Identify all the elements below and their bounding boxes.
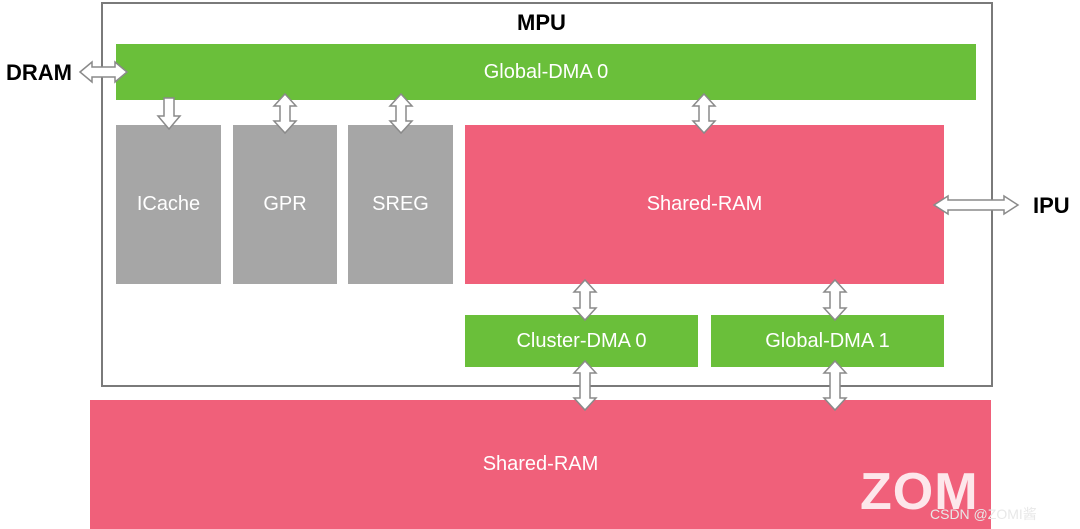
sreg-label: SREG (372, 193, 429, 215)
shared-ram-inner-block: Shared-RAM (465, 125, 944, 284)
icache-arrow (156, 97, 182, 131)
watermark-credit: CSDN @ZOMI酱 (930, 506, 1037, 522)
sreg-arrow (388, 92, 414, 135)
sreg-block: SREG (348, 125, 453, 284)
icache-block: ICache (116, 125, 221, 284)
shared-ram-inner-label: Shared-RAM (646, 193, 763, 215)
cluster-dma-0-block: Cluster-DMA 0 (465, 315, 698, 367)
shared-ram-outer-label: Shared-RAM (482, 453, 599, 475)
cluster-dma-0-label: Cluster-DMA 0 (516, 329, 647, 352)
shared-ram-outer-block: Shared-RAM (90, 400, 991, 529)
global-dma-0-block: Global-DMA 0 (116, 44, 976, 100)
ipu-label: IPU (1033, 193, 1070, 218)
cluster-dma-lower-arrow (572, 359, 598, 412)
watermark-logo: ZOM (860, 463, 979, 521)
cluster-dma-upper-arrow (572, 278, 598, 322)
gpr-arrow (272, 92, 298, 135)
watermark-separator (1010, 472, 1012, 506)
ipu-arrow (932, 194, 1020, 216)
dram-label: DRAM (6, 60, 72, 85)
watermark-char: 酱 (1022, 477, 1062, 521)
global-dma-0-label: Global-DMA 0 (483, 60, 609, 83)
global-dma1-lower-arrow (822, 359, 848, 412)
global-dma-1-label: Global-DMA 1 (765, 329, 890, 352)
global-dma-1-block: Global-DMA 1 (711, 315, 944, 367)
global-dma1-upper-arrow (822, 278, 848, 322)
icache-label: ICache (136, 193, 201, 215)
mpu-label: MPU (517, 10, 566, 35)
gpr-label: GPR (263, 193, 307, 215)
gpr-block: GPR (233, 125, 337, 284)
dram-arrow (78, 60, 129, 84)
shared-ram-top-arrow (691, 92, 717, 135)
